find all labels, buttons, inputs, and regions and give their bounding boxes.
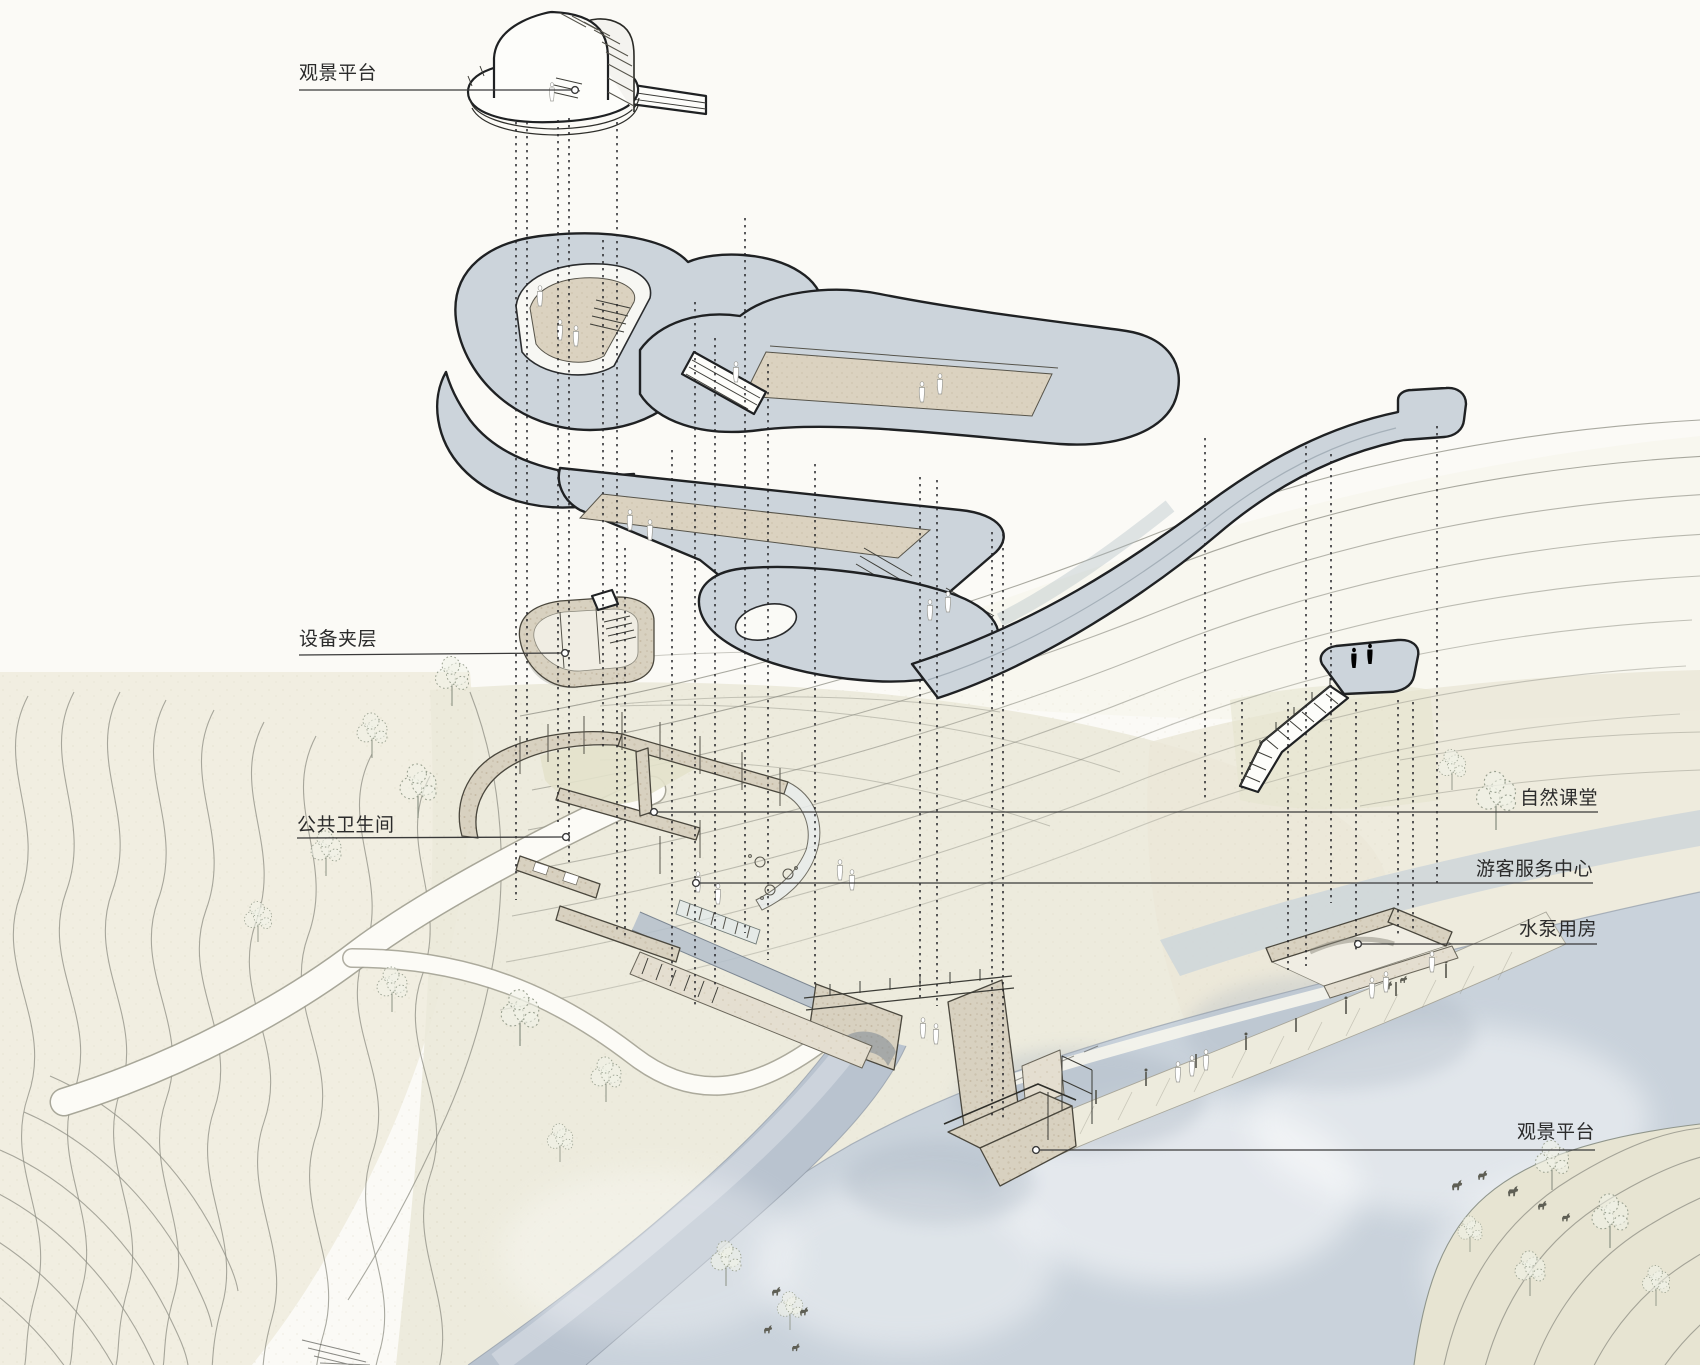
label-viewing-platform-bottom: 观景平台: [1516, 1121, 1595, 1143]
interior-furniture: [748, 854, 798, 900]
leader-lines: [296, 85, 1598, 1155]
lakeside-peninsula: [1413, 1123, 1700, 1365]
projection-lines: [515, 118, 1438, 1120]
label-nature-classroom: 自然课堂: [1519, 787, 1598, 809]
label-water-pump-room: 水泵用房: [1518, 918, 1597, 940]
dome-pavilion: [466, 10, 708, 136]
stone-bridge: [803, 969, 1019, 1127]
label-equipment-mezzanine: 设备夹层: [299, 628, 378, 650]
leader-equipment-mezzanine: [298, 652, 563, 656]
label-visitor-service-center: 游客服务中心: [1475, 858, 1593, 880]
pump-house: [1265, 907, 1459, 999]
connector-stair: [680, 350, 768, 416]
label-viewing-platform-top: 观景平台: [299, 62, 378, 84]
lower-plate-blob: [697, 565, 1000, 683]
stream: [467, 1029, 907, 1365]
leader-public-restroom: [296, 836, 563, 839]
label-public-restroom: 公共卫生间: [297, 814, 395, 836]
roof-plate-arm: [638, 288, 1181, 446]
viewing-platform-structure: [943, 1049, 1093, 1187]
promenade: [1007, 810, 1700, 1167]
visitor-center-building: [458, 712, 873, 1069]
footpaths: [49, 775, 1400, 1365]
access-road: [1160, 810, 1700, 976]
nature-classroom-stairs: [1238, 638, 1420, 794]
equipment-mezzanine-drum: [518, 588, 655, 689]
access-ramp-plate: [910, 386, 1468, 700]
